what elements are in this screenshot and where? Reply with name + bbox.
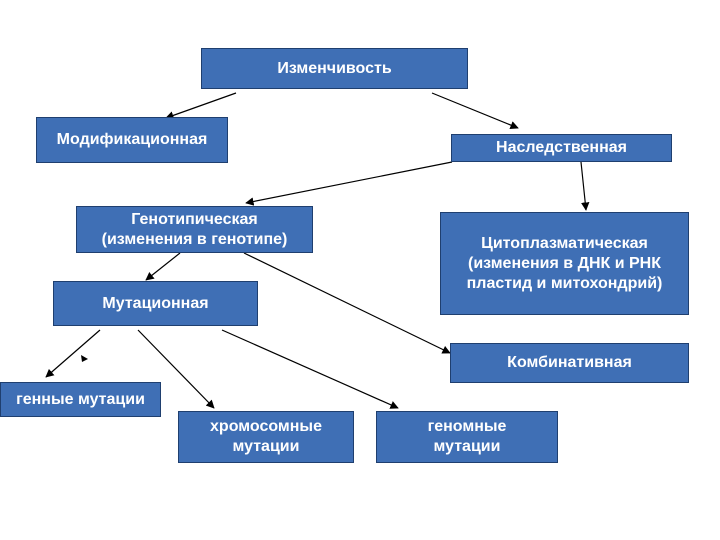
node-hereditary: Наследственная <box>451 134 672 162</box>
arrow-hereditary-to-genotypic <box>245 161 453 206</box>
arrow-genotypic-to-combinative <box>243 252 451 354</box>
node-variability: Изменчивость <box>201 48 468 89</box>
node-cytoplasmic: Цитоплазматическая (изменения в ДНК и РН… <box>440 212 689 315</box>
stray-arrowhead <box>81 355 88 362</box>
arrow-mutational-to-chromosomal <box>137 329 215 409</box>
arrow-hereditary-to-cytoplasmic <box>580 161 590 211</box>
arrow-variability-to-hereditary <box>431 92 519 130</box>
arrow-genotypic-to-mutational <box>145 252 181 281</box>
node-gene-mutations: генные мутации <box>0 382 161 417</box>
node-genotypic: Генотипическая (изменения в генотипе) <box>76 206 313 253</box>
node-modification: Модификационная <box>36 117 228 163</box>
node-combinative: Комбинативная <box>450 343 689 383</box>
arrow-mutational-to-genomic <box>221 329 399 409</box>
node-genomic-mutations: геномные мутации <box>376 411 558 463</box>
arrow-mutational-to-gene <box>45 329 101 378</box>
node-chromosomal-mutations: хромосомные мутации <box>178 411 354 463</box>
node-mutational: Мутационная <box>53 281 258 326</box>
arrow-variability-to-modification <box>165 92 237 120</box>
